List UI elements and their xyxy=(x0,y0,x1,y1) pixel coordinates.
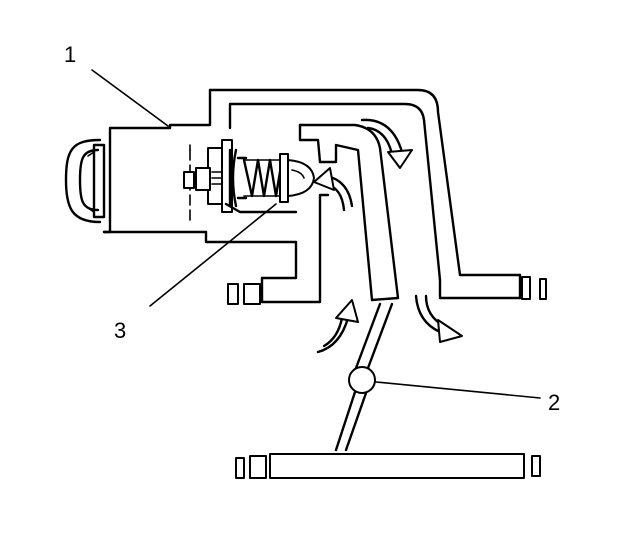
leader-line-3 xyxy=(149,203,277,307)
bottom-pipe xyxy=(235,453,541,479)
curved-flow-arrow-icon xyxy=(414,294,463,343)
curved-flow-arrow-icon xyxy=(316,299,359,354)
valve-icon xyxy=(279,153,315,203)
bypass-hose xyxy=(334,302,394,452)
callout-3: 3 xyxy=(114,318,126,343)
curved-flow-arrow-icon xyxy=(360,118,413,169)
bypass-ball xyxy=(348,366,376,394)
lower-inlet xyxy=(227,193,330,305)
thermostat-housing xyxy=(102,88,547,300)
callout-2: 2 xyxy=(548,390,560,415)
leader-lines xyxy=(91,69,541,399)
bypass-tube xyxy=(298,123,400,302)
leader-line-2 xyxy=(375,381,541,399)
hose-neck xyxy=(64,138,106,224)
leader-line-1 xyxy=(91,69,169,127)
spring-icon xyxy=(236,156,284,200)
curved-flow-arrow-icon xyxy=(313,167,354,212)
thermostat-valve xyxy=(183,139,315,214)
callout-1: 1 xyxy=(64,42,76,67)
flow-arrows xyxy=(313,118,463,354)
